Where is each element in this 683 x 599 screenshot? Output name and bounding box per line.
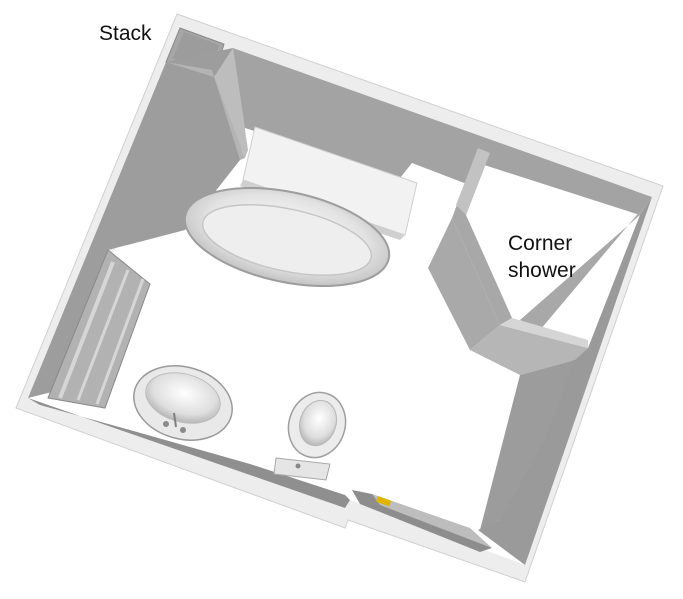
- corner-shower-label-line1: Corner: [508, 232, 573, 255]
- back-wall: [233, 48, 652, 215]
- entry-door: [352, 490, 492, 552]
- corner-shower-label-line2: shower: [508, 259, 576, 282]
- sink: [133, 365, 233, 441]
- toilet: [273, 391, 347, 481]
- bottom-wall: [28, 398, 350, 508]
- stack-label: Stack: [99, 22, 152, 45]
- corner-shower: [428, 148, 588, 530]
- bathtub: [183, 126, 418, 288]
- glass-door: [47, 249, 151, 409]
- left-wall: [28, 48, 245, 398]
